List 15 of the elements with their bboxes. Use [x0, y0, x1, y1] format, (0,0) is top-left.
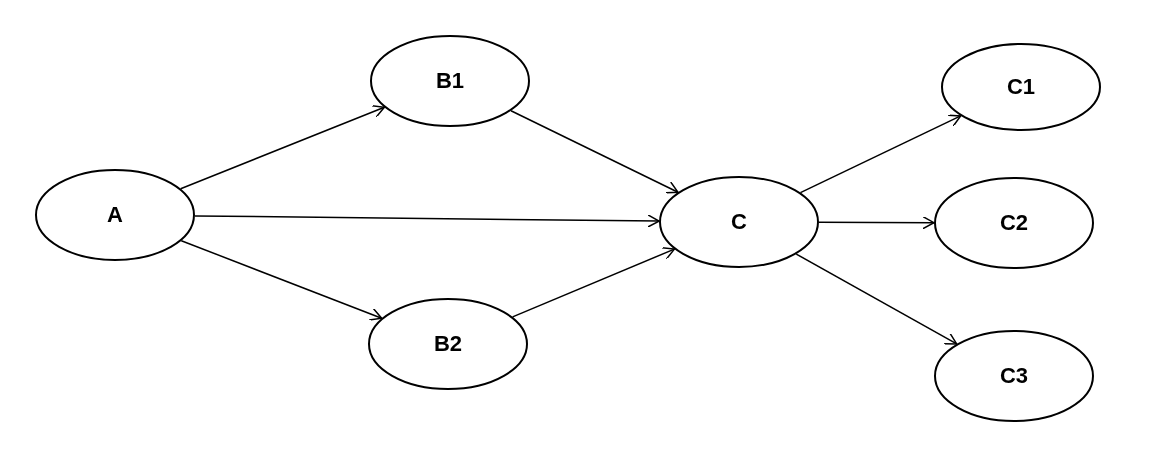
arrow [179, 105, 386, 190]
arrow [511, 247, 676, 318]
arrow [799, 114, 962, 194]
arrow [510, 110, 679, 194]
arrow [795, 253, 958, 345]
arrow [180, 239, 383, 321]
node-label: C [731, 209, 747, 235]
node-label: C2 [999, 210, 1029, 236]
arrow [194, 214, 660, 228]
node-label: A [107, 202, 123, 228]
node-label: B2 [433, 331, 463, 357]
node-label: B1 [435, 68, 465, 94]
node-label: C3 [999, 363, 1029, 389]
node-label: C1 [1006, 74, 1036, 100]
arrow [818, 215, 935, 230]
